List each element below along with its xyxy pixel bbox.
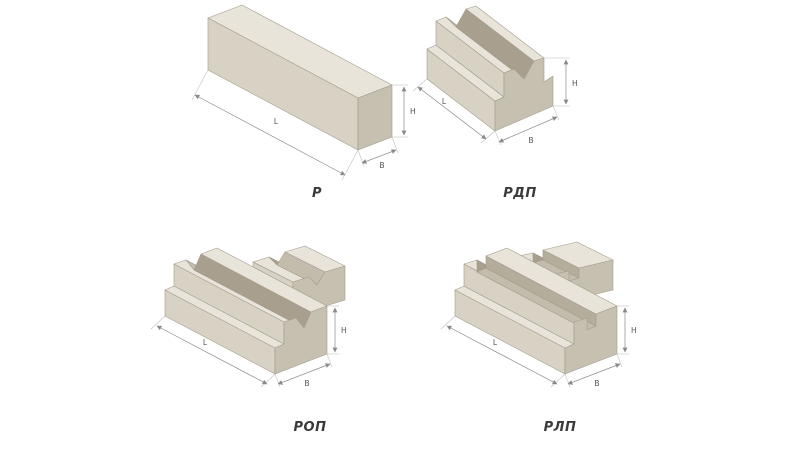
beam-illustration-rop: L H B bbox=[150, 245, 347, 388]
dim-label-width: B bbox=[304, 379, 309, 388]
beam-illustration-rdp: L H B bbox=[412, 5, 578, 146]
dim-label-height: H bbox=[572, 79, 578, 88]
figure-beam-r: L H B bbox=[120, 0, 420, 210]
beam-illustration-rlp: L H B bbox=[440, 241, 637, 388]
figure-caption-rop: РОП bbox=[293, 420, 327, 435]
dim-label-height: H bbox=[410, 107, 416, 116]
beam-body bbox=[207, 4, 393, 151]
dim-label-width: B bbox=[594, 379, 599, 388]
figure-caption-r: Р bbox=[311, 186, 323, 201]
dim-label-height: H bbox=[341, 326, 347, 335]
dim-label-height: H bbox=[631, 326, 637, 335]
beam-body bbox=[426, 5, 554, 132]
figure-caption-rdp: РДП bbox=[503, 186, 537, 201]
beam-end-face bbox=[494, 57, 554, 132]
dim-label-length: L bbox=[274, 117, 279, 126]
dim-label-width: B bbox=[528, 136, 533, 145]
dimension-annotations: L H B bbox=[440, 305, 637, 388]
dim-label-length: L bbox=[442, 97, 447, 106]
beam-illustration-r: L H B bbox=[191, 4, 416, 181]
dimension-annotations: L H B bbox=[412, 57, 578, 146]
figure-beam-rlp: L H B bbox=[415, 240, 685, 425]
figure-caption-rlp: РЛП bbox=[543, 420, 577, 435]
dim-label-length: L bbox=[203, 338, 208, 347]
dimension-annotations: L H B bbox=[150, 305, 347, 388]
beam-end-face bbox=[274, 305, 328, 375]
figure-beam-rdp: L H B bbox=[400, 0, 620, 210]
figure-beam-rop: L H B bbox=[125, 240, 395, 425]
dim-label-length: L bbox=[493, 338, 498, 347]
dimension-annotations: L H B bbox=[191, 69, 416, 181]
dim-label-width: B bbox=[379, 161, 384, 170]
beam-end-face bbox=[564, 305, 618, 375]
